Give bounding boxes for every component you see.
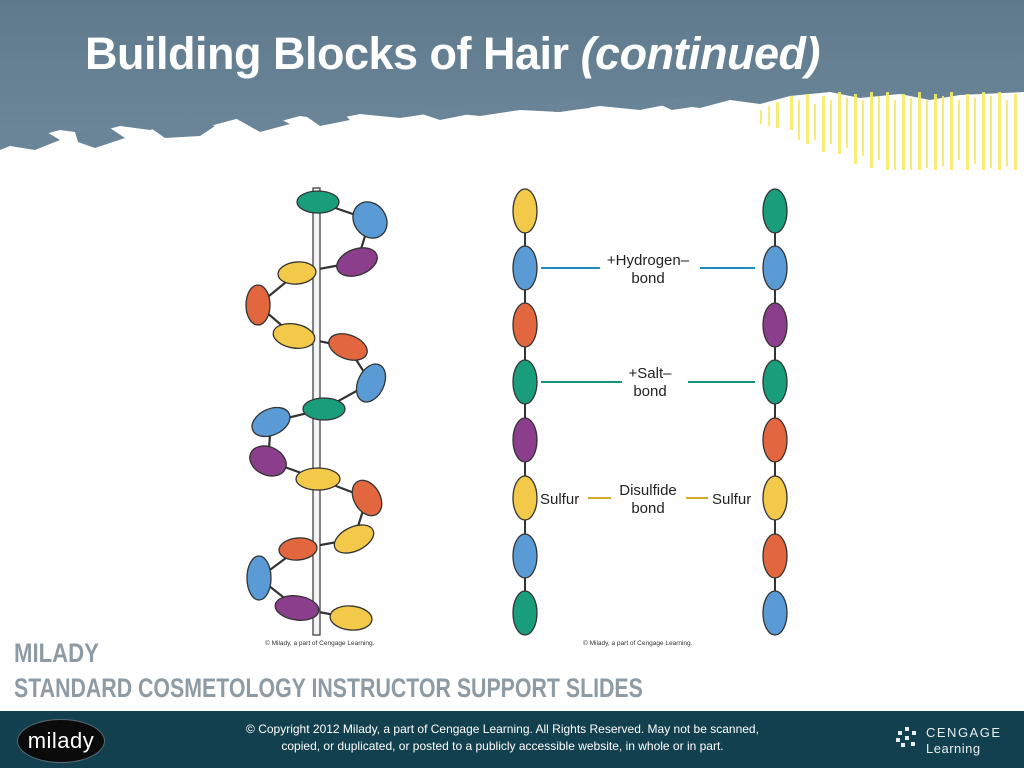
salt-bond-label-1: +Salt– [629, 365, 673, 382]
chain-bead [512, 475, 538, 521]
title-suffix: (continued) [580, 28, 821, 79]
disulfide-bond-label-1: Disulfide [619, 482, 677, 499]
hydrogen-bond-label-1: +Hydrogen– [607, 252, 690, 269]
helix-bead [251, 406, 291, 438]
chain-bead [762, 475, 788, 521]
chain-bead [512, 245, 538, 291]
slide-header: Building Blocks of Hair (continued) [0, 0, 1024, 170]
milady-logo: milady [17, 719, 105, 763]
brand-milady: MILADY [14, 638, 99, 668]
chain-bead [762, 417, 788, 463]
milady-logo-text: milady [27, 728, 95, 753]
chain-bead [762, 302, 788, 348]
chain-bead [512, 302, 538, 348]
chain-bead [762, 188, 788, 234]
title-main: Building Blocks of Hair [85, 28, 569, 79]
cengage-name: CENGAGE [926, 725, 1002, 740]
helix-bead [333, 524, 375, 554]
copyright-line-1: © Copyright 2012 Milady, a part of Cenga… [246, 722, 759, 736]
helix-bead [277, 261, 317, 285]
helix-bead [246, 555, 272, 601]
cengage-sub: Learning [926, 741, 981, 756]
helix-bead [329, 605, 373, 631]
helix-bead [336, 247, 378, 277]
chain-bead [512, 188, 538, 234]
disulfide-bond-label-2: bond [631, 500, 664, 517]
page-title: Building Blocks of Hair (continued) [85, 28, 821, 80]
helix-bead [355, 363, 387, 403]
helix-bead [245, 284, 271, 326]
helix-beads [245, 190, 388, 631]
left-diagram-credit: © Milady, a part of Cengage Learning. [265, 639, 375, 647]
cengage-mark-icon [896, 727, 916, 747]
helix-bead [296, 190, 340, 214]
right-chain-beads [762, 188, 788, 636]
chain-bead [762, 533, 788, 579]
copyright-line-2: copied, or duplicated, or posted to a pu… [281, 739, 724, 753]
chain-bead [512, 533, 538, 579]
helix-bead [328, 333, 368, 361]
brand-subtitle: STANDARD COSMETOLOGY INSTRUCTOR SUPPORT … [14, 673, 643, 703]
sulfur-right-label: Sulfur [712, 491, 751, 508]
bonds-diagram: +Hydrogen– bond +Salt– bond Sulfur Disul… [512, 188, 788, 647]
helix-bead [302, 397, 346, 421]
sulfur-left-label: Sulfur [540, 491, 579, 508]
chain-bead [762, 359, 788, 405]
helix-bead [274, 595, 320, 621]
salt-bond-label-2: bond [633, 383, 666, 400]
helix-bead [272, 322, 316, 350]
chain-bead [762, 245, 788, 291]
right-diagram-credit: © Milady, a part of Cengage Learning. [583, 639, 693, 647]
left-chain-beads [512, 188, 538, 636]
cengage-logo: CENGAGE Learning [896, 723, 1006, 759]
chain-bead [512, 417, 538, 463]
helix-bead [295, 467, 341, 491]
hydrogen-bond-label-2: bond [631, 270, 664, 287]
chain-bead [512, 590, 538, 636]
copyright-notice: © Copyright 2012 Milady, a part of Cenga… [215, 721, 790, 755]
header-band-graphic [0, 0, 1024, 170]
helix-bead [352, 201, 388, 239]
chain-bead [512, 359, 538, 405]
chain-bead [762, 590, 788, 636]
helix-bead [351, 479, 383, 517]
helix-bead [249, 445, 287, 477]
helix-diagram: © Milady, a part of Cengage Learning. [245, 187, 388, 647]
helix-bead [278, 537, 318, 561]
slide-footer: milady © Copyright 2012 Milady, a part o… [0, 711, 1024, 768]
